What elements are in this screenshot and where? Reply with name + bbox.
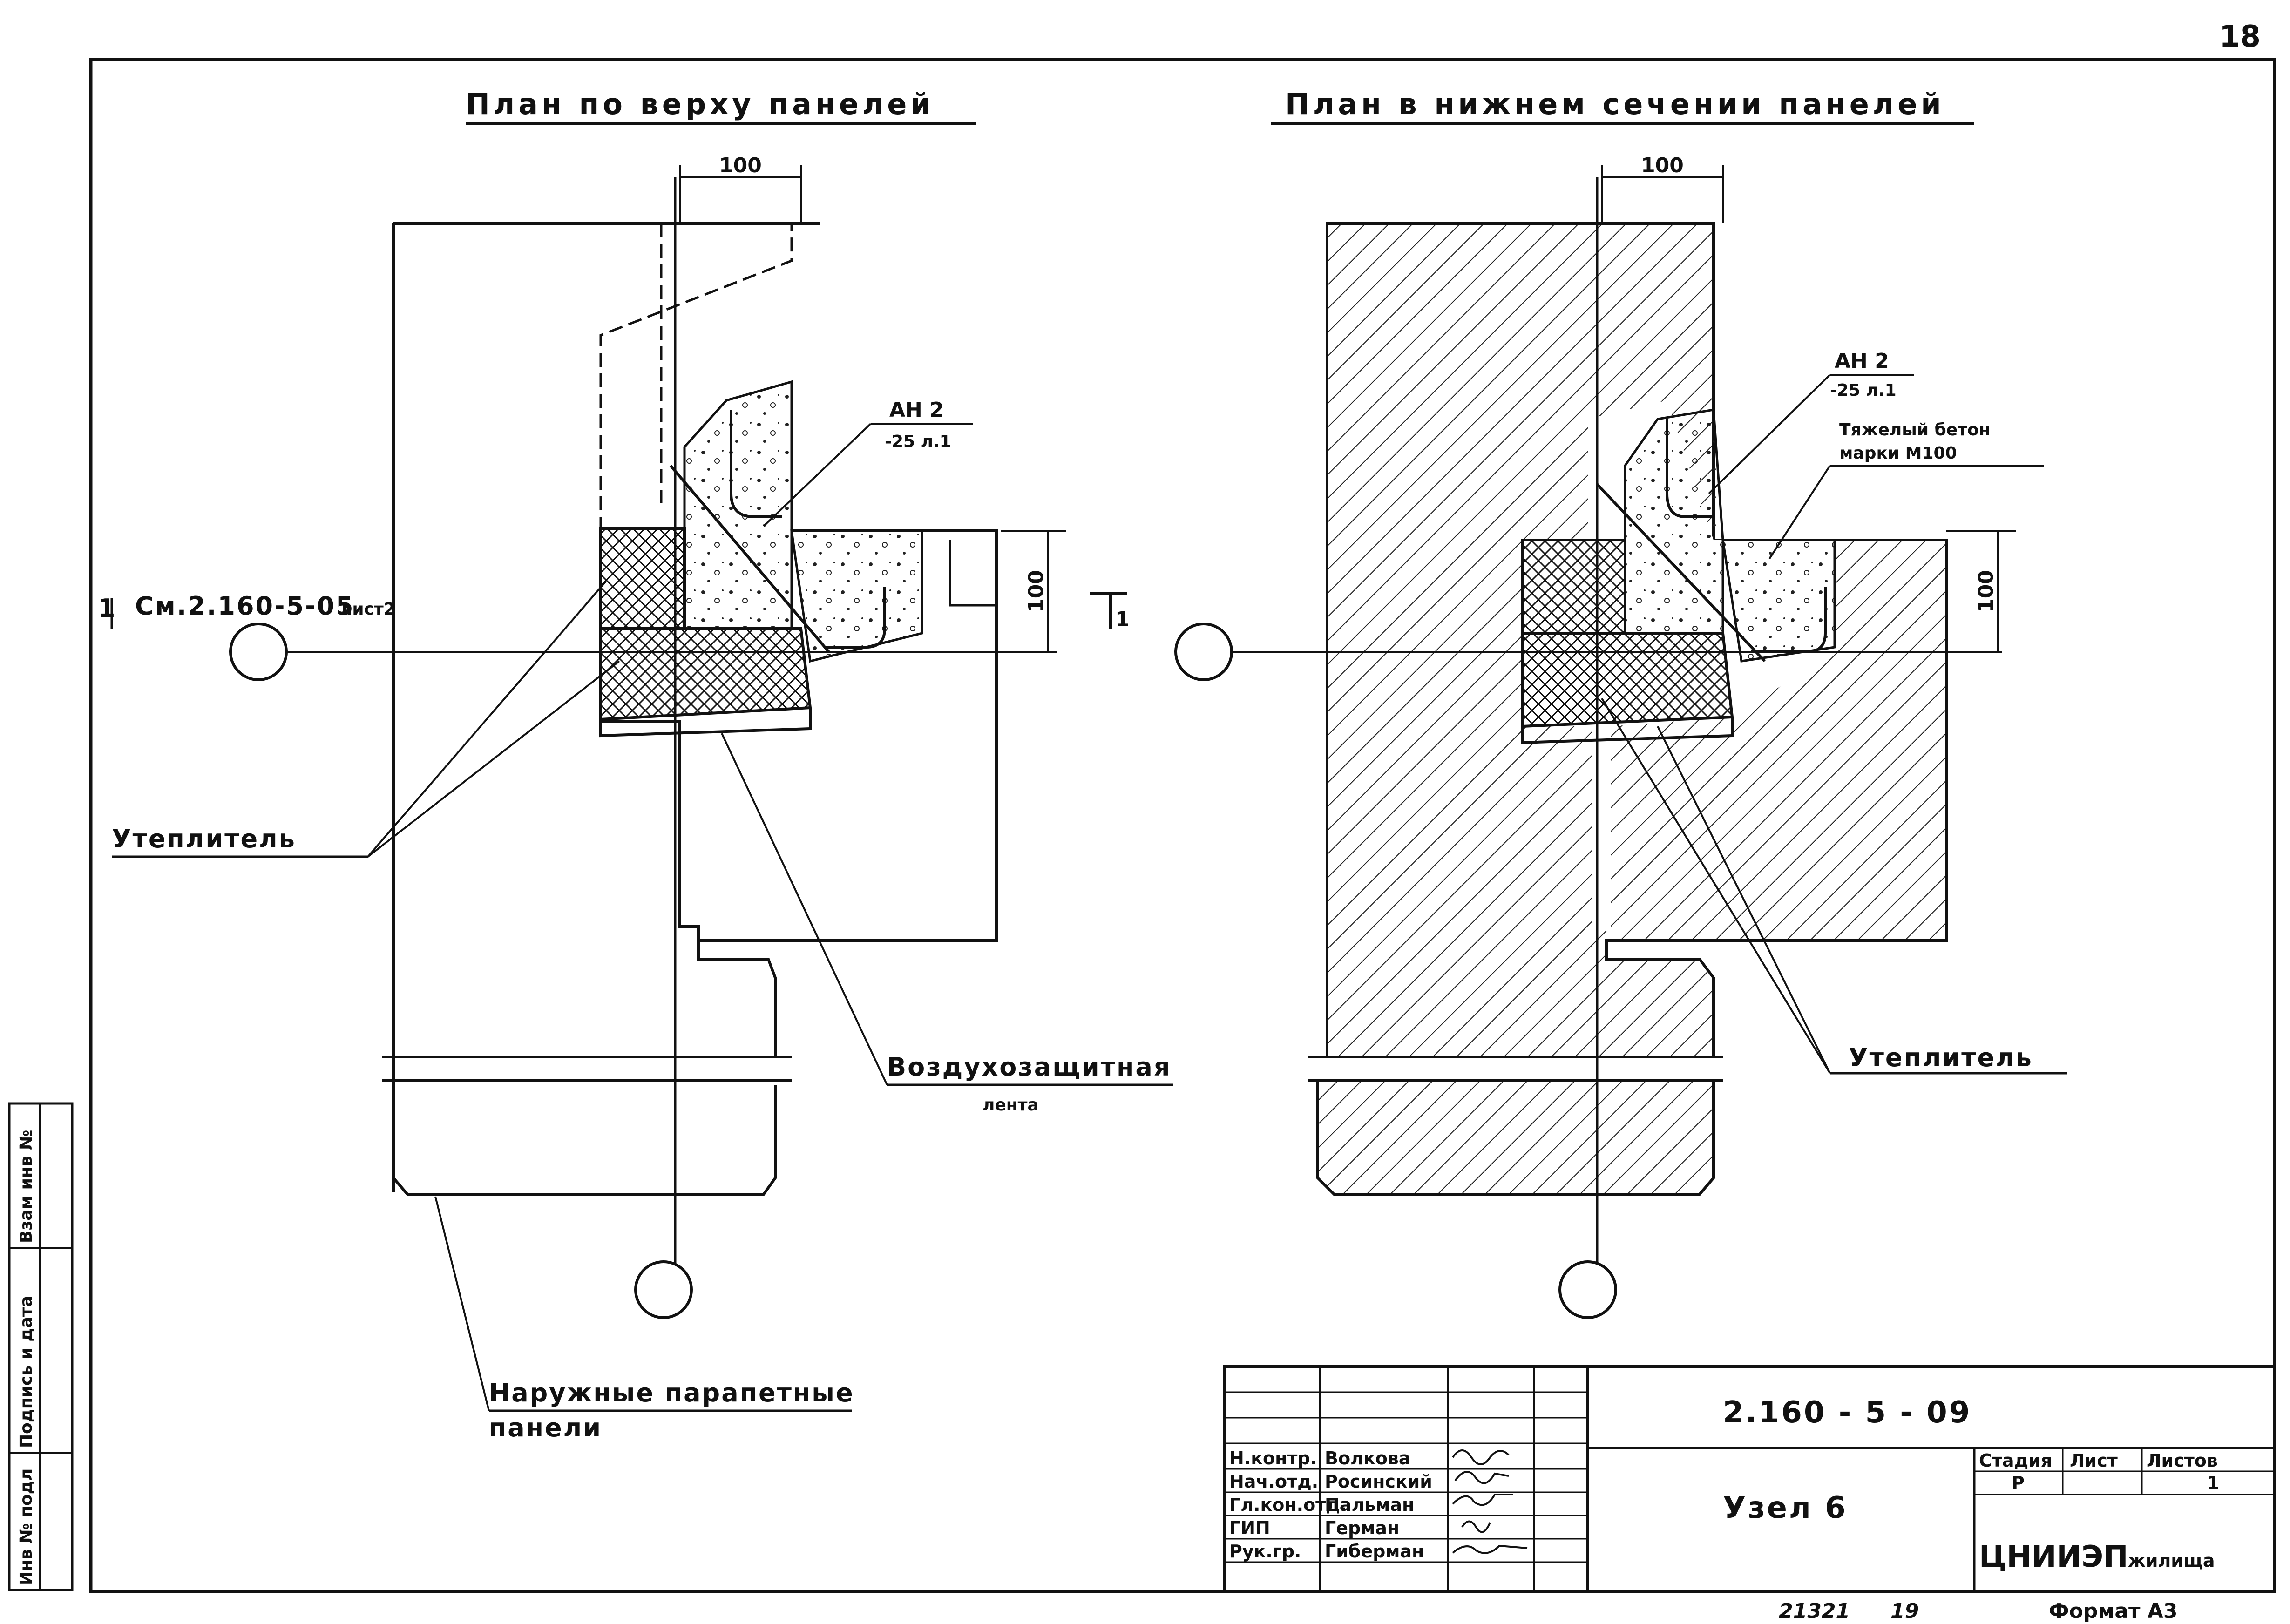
left-plan-title: План по верху панелей xyxy=(466,87,935,121)
stamp-name-2: Росинский xyxy=(1325,1471,1432,1492)
air-tape-label-line2: лента xyxy=(982,1096,1039,1115)
side-sign-date: Подпись и дата xyxy=(17,1296,36,1448)
insulation-block-lower-right xyxy=(1521,632,1734,728)
concrete-label-line1: Тяжелый бетон xyxy=(1839,420,1991,440)
stamp-role-5: Рук.гр. xyxy=(1229,1541,1301,1562)
section-ref-sheet: лист2 xyxy=(340,600,395,619)
section-mark-right: 1 xyxy=(1115,608,1130,631)
insulation-label-left: Утеплитель xyxy=(112,824,296,853)
col-sheets: Листов xyxy=(2147,1450,2218,1471)
doc-code: 2.160 - 5 - 09 xyxy=(1723,1395,1972,1430)
right-plan: План в нижнем сечении панелей 100 100 АН… xyxy=(1174,87,2067,1319)
footer-number-left: 21321 xyxy=(1779,1599,1850,1622)
anchor-bar-right xyxy=(1596,483,1766,663)
parapet-label-line2: панели xyxy=(489,1413,602,1442)
stamp-role-2: Нач.отд. xyxy=(1229,1471,1318,1492)
sheets-value: 1 xyxy=(2207,1473,2219,1493)
concrete-fill-right xyxy=(1624,408,1724,635)
stamp-role-4: ГИП xyxy=(1229,1518,1270,1538)
stamp-name-1: Волкова xyxy=(1325,1448,1411,1468)
title-block: Н.контр. Нач.отд. Гл.кон.отд. ГИП Рук.гр… xyxy=(1223,1365,2276,1593)
stamp-name-3: Пальман xyxy=(1325,1495,1414,1515)
sheet-title: Узел 6 xyxy=(1723,1491,1848,1525)
stamp-name-4: Герман xyxy=(1325,1518,1399,1538)
stamp-name-5: Гиберман xyxy=(1325,1541,1424,1562)
dim-left-top: 100 xyxy=(719,154,762,177)
dim-right-side: 100 xyxy=(1974,570,1998,613)
anchor-sub-left: -25 л.1 xyxy=(885,432,951,451)
insulation-block-upper-right xyxy=(1521,539,1626,635)
stamp-role-1: Н.контр. xyxy=(1229,1448,1317,1468)
insulation-block-lower xyxy=(599,627,812,721)
anchor-label-left: АН 2 xyxy=(889,398,944,422)
anchor-bar-left xyxy=(669,465,830,653)
sheet-frame xyxy=(89,58,2276,1593)
right-plan-title: План в нижнем сечении панелей xyxy=(1285,87,1945,121)
axis-bubble-right xyxy=(1174,623,1233,681)
insulation-block-upper xyxy=(599,527,686,630)
dim-left-side: 100 xyxy=(1024,570,1048,613)
concrete-label-line2: марки М100 xyxy=(1839,444,1957,463)
section-ref: См.2.160-5-05 xyxy=(135,591,355,621)
air-tape-label-line1: Воздухозащитная xyxy=(887,1052,1171,1082)
axis-bubble-right-bottom xyxy=(1558,1260,1617,1319)
parapet-label-line1: Наружные парапетные xyxy=(489,1378,854,1407)
concrete-fill-left xyxy=(683,380,793,630)
footer-format: Формат А3 xyxy=(2049,1599,2178,1622)
stage-value: Р xyxy=(2012,1473,2025,1493)
dim-right-top: 100 xyxy=(1641,154,1684,177)
axis-bubble-left xyxy=(229,623,288,681)
side-stamp: Инв № подл Подпись и дата Взам инв № xyxy=(8,1102,74,1591)
org-name: ЦНИИЭП xyxy=(1979,1540,2128,1574)
stamp-role-3: Гл.кон.отд. xyxy=(1229,1495,1347,1515)
col-stage: Стадия xyxy=(1979,1450,2052,1471)
signatures xyxy=(1452,1449,1528,1554)
anchor-sub-right: -25 л.1 xyxy=(1830,381,1897,400)
left-plan: План по верху панелей 100 xyxy=(98,87,1173,1442)
footer-number-right: 19 xyxy=(1890,1599,1919,1622)
section-ref-prefix: 1 xyxy=(98,594,117,623)
side-vzam-inv: Взам инв № xyxy=(17,1130,36,1243)
axis-bubble-left-bottom xyxy=(634,1260,693,1319)
sheet-number: 18 xyxy=(2219,20,2261,54)
org-sub: жилища xyxy=(2128,1550,2215,1571)
anchor-label-right: АН 2 xyxy=(1835,349,1889,373)
side-inv-podl: Инв № подл xyxy=(17,1468,36,1585)
col-sheet: Лист xyxy=(2070,1450,2118,1471)
hatched-parapet-right xyxy=(1316,1079,1715,1196)
insulation-label-right: Утеплитель xyxy=(1849,1043,2033,1072)
air-tape-left xyxy=(599,708,812,738)
